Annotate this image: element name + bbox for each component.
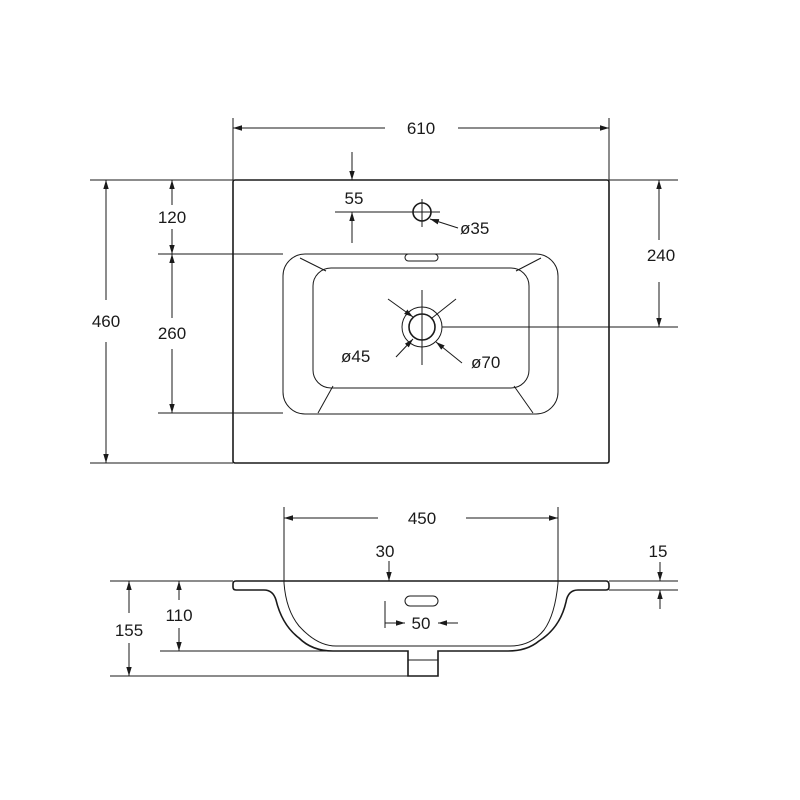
- dimension-bowl-position: 120 260: [158, 180, 283, 414]
- dimension-rim-thickness: 15: [609, 542, 678, 609]
- dimension-tap-hole-diameter: ø35: [429, 218, 489, 238]
- basin-outline: [232, 179, 610, 464]
- overflow-slot-side: [404, 595, 439, 607]
- dim-450-label: 450: [408, 509, 436, 528]
- dimension-overflow-width: 50: [384, 601, 458, 633]
- dim-460-label: 460: [92, 312, 120, 331]
- basin-section-inner: [283, 582, 559, 647]
- dim-15-label: 15: [649, 542, 668, 561]
- dim-d70-label: ø70: [471, 353, 500, 372]
- dim-d45-label: ø45: [341, 347, 370, 366]
- basin-section-outer: [232, 580, 610, 677]
- dim-d35-label: ø35: [460, 219, 489, 238]
- dim-55-label: 55: [345, 189, 364, 208]
- dimension-heights: 110 155: [110, 580, 408, 677]
- dimension-overall-depth: 460: [90, 179, 233, 464]
- bowl-bevel-lines: [299, 257, 542, 414]
- dim-260-label: 260: [158, 324, 186, 343]
- dimension-overflow-offset: 30: [376, 542, 395, 581]
- top-view: 610 460 55 ø35 120: [90, 118, 678, 464]
- dim-50-label: 50: [412, 614, 431, 633]
- dim-30-label: 30: [376, 542, 395, 561]
- dim-240-label: 240: [647, 246, 675, 265]
- dimension-tap-hole-offset: 55: [345, 152, 364, 243]
- overflow-slot: [404, 253, 439, 262]
- dimension-edge-to-drain: 240: [442, 179, 678, 328]
- bowl-inner: [312, 267, 530, 389]
- dim-110-label: 110: [165, 606, 192, 625]
- dim-610-label: 610: [407, 119, 435, 138]
- dimension-overall-width: 610: [232, 118, 610, 180]
- dim-120-label: 120: [158, 208, 186, 227]
- dim-155-label: 155: [115, 621, 143, 640]
- side-view: 450 30 15 50 110: [110, 507, 678, 677]
- dimension-bowl-width: 450: [283, 507, 559, 583]
